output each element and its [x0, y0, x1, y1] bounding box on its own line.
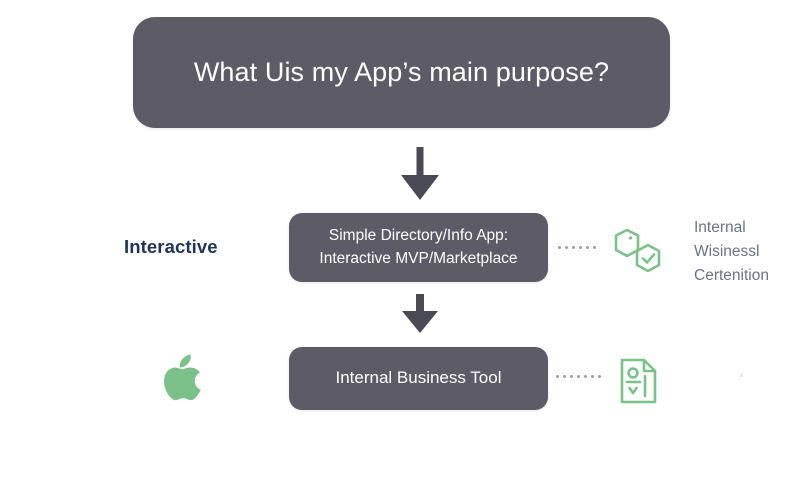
directory-node[interactable]: Simple Directory/Info App: Interactive M… — [289, 213, 548, 282]
dotted-connector-lower — [556, 375, 601, 378]
connector-dot — [586, 246, 589, 249]
arrow-down-icon — [400, 294, 440, 339]
faint-dot-decoration — [740, 374, 743, 377]
internal-branch-label-line-3: Certenition — [694, 267, 769, 285]
directory-node-line-1: Simple Directory/Info App: — [328, 227, 509, 245]
connector-dot — [579, 246, 582, 249]
internal-tool-node-label: Internal Business Tool — [335, 368, 502, 388]
internal-branch-label-line-1: Internal — [694, 219, 746, 236]
connector-dot — [565, 246, 568, 249]
connector-dot — [577, 375, 580, 378]
connector-dot — [558, 246, 561, 249]
arrow-down-icon — [398, 147, 442, 206]
connector-dot — [593, 246, 596, 249]
internal-branch-label-line-2: Wisinessl — [694, 243, 760, 261]
connector-dot — [556, 375, 559, 378]
connector-dot — [570, 375, 573, 378]
question-node-label: What Uis my App’s main purpose? — [193, 57, 610, 88]
connector-dot — [563, 375, 566, 378]
question-node[interactable]: What Uis my App’s main purpose? — [133, 17, 670, 128]
document-checklist-icon — [617, 356, 663, 406]
apple-logo-icon — [161, 353, 207, 405]
connector-dot — [591, 375, 594, 378]
directory-node-label: Simple Directory/Info App: Interactive M… — [309, 225, 527, 270]
internal-branch-label: Internal Wisinessl Certenition — [694, 216, 769, 288]
hexagon-check-icon — [613, 226, 663, 278]
connector-dot — [598, 375, 601, 378]
connector-dot — [572, 246, 575, 249]
internal-tool-node[interactable]: Internal Business Tool — [289, 347, 548, 410]
dotted-connector-upper — [558, 246, 596, 249]
interactive-branch-label: Interactive — [124, 236, 218, 257]
directory-node-line-2: Interactive MVP/Marketplace — [319, 249, 518, 267]
connector-dot — [584, 375, 587, 378]
